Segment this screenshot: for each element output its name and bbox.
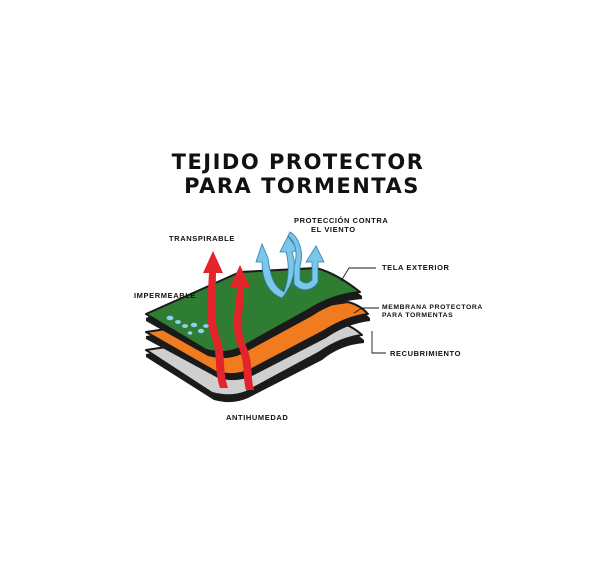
leader-lines (340, 267, 386, 354)
water-drop (166, 315, 174, 321)
moisture-arrow-right (230, 265, 254, 390)
wind-arrows (255, 231, 325, 299)
water-drop (175, 320, 181, 324)
label-proteccion-line-1: PROTECCIÓN CONTRA (294, 216, 389, 225)
leader-line-membrana (353, 307, 379, 314)
water-drop (197, 328, 205, 334)
label-recubrimiento: RECUBRIMIENTO (390, 349, 461, 358)
moisture-arrow-left (203, 251, 228, 388)
water-drop (190, 322, 198, 328)
water-drop (182, 324, 188, 328)
label-tela-exterior: TELA EXTERIOR (382, 263, 450, 272)
label-transpirable: TRANSPIRABLE (169, 234, 235, 243)
label-impermeable: IMPERMEABLE (134, 291, 197, 300)
label-antihumedad: ANTIHUMEDAD (226, 413, 289, 422)
wind-arrow-left (255, 235, 299, 299)
label-membrana-line-1: MEMBRANA PROTECTORA (382, 304, 483, 311)
water-drop (203, 324, 209, 328)
water-drops (166, 315, 209, 335)
wind-arrow-right (287, 231, 325, 291)
label-membrana-line-2: PARA TORMENTAS (382, 312, 454, 319)
leader-line-tela-exterior (340, 267, 376, 282)
label-proteccion-line-2: EL VIENTO (311, 225, 356, 234)
water-drop (187, 331, 193, 335)
moisture-arrows (203, 251, 254, 390)
title-line-2: PARA TORMENTAS (184, 174, 420, 198)
title-line-1: TEJIDO PROTECTOR (171, 150, 425, 174)
leader-line-recubrimiento (371, 331, 386, 354)
